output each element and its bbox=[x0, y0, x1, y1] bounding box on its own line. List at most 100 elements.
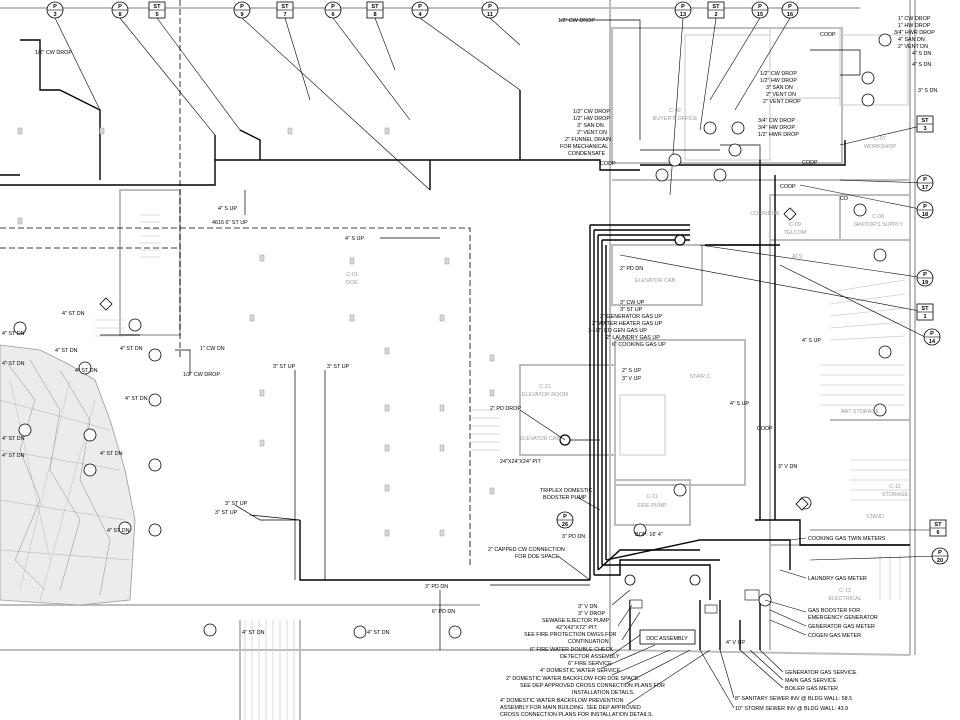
label-sanitary-sewer: 8" SANITARY SEWER INV @ BLDG WALL: 58.5 bbox=[735, 696, 852, 702]
label-ddc-assembly: DDC ASSEMBLY bbox=[646, 636, 688, 642]
label-gen-gas-service: GENERATOR GAS SERVICE bbox=[785, 670, 857, 676]
bottom-wall bbox=[609, 649, 911, 656]
tag-p13[interactable]: P13 bbox=[674, 1, 692, 19]
label-s-up-2: 2" S UP bbox=[622, 368, 641, 374]
label-mid-cw-drop: 1/2" CW DROP bbox=[760, 71, 797, 77]
label-codp5: CODP bbox=[820, 32, 836, 38]
svg-text:7: 7 bbox=[283, 12, 286, 18]
label-backflow-doe-2: SEE DEP APPROVED CROSS CONNECTION PLANS … bbox=[520, 683, 665, 689]
label-st-up-4616: 4616 6" ST UP bbox=[212, 220, 248, 226]
column-markers bbox=[17, 127, 495, 537]
svg-text:4: 4 bbox=[418, 12, 422, 18]
label-backflow-main-2: ASSEMBLY FOR MAIN BUILDING. SEE DEP APPR… bbox=[500, 705, 641, 711]
label-domestic-service: 4" DOMESTIC WATER SERVICE bbox=[540, 668, 621, 674]
room-electrical-number: C-13 bbox=[839, 588, 851, 594]
fire-pump-walls bbox=[614, 479, 691, 526]
sculpture-hatched-area bbox=[0, 344, 136, 606]
tag-p6[interactable]: P6 bbox=[324, 1, 342, 19]
toilet-walls bbox=[769, 27, 841, 99]
label-rt-vent-dn: 2" VENT DN bbox=[898, 44, 928, 50]
label-boiler-gas-meter: BOILER GAS METER bbox=[785, 686, 838, 692]
label-co: CO bbox=[840, 196, 848, 202]
label-funnel-3: CONDENSATE bbox=[568, 151, 605, 157]
label-st-dn-4b: 4" ST DN bbox=[2, 331, 25, 337]
label-pd-dn-3b: 3" PD DN bbox=[425, 584, 448, 590]
svg-text:11: 11 bbox=[487, 12, 493, 18]
svg-text:P: P bbox=[923, 204, 927, 210]
tag-st5[interactable]: ST5 bbox=[148, 1, 166, 19]
tag-st2[interactable]: ST2 bbox=[707, 1, 725, 19]
label-cw-drop-top: 1/2" CW DROP bbox=[558, 18, 595, 24]
svg-text:18: 18 bbox=[922, 212, 928, 218]
label-main-gas-service: MAIN GAS SERVICE bbox=[785, 678, 837, 684]
label-v-drop-3: 3" V DROP bbox=[578, 611, 605, 617]
tag-p3[interactable]: P3 bbox=[46, 1, 64, 19]
svg-text:20: 20 bbox=[937, 558, 943, 564]
tag-p9[interactable]: P9 bbox=[233, 1, 251, 19]
tag-p8a[interactable]: P8 bbox=[111, 1, 129, 19]
tag-p18[interactable]: P 18 bbox=[916, 201, 934, 219]
label-st-up-3a: 3" ST UP bbox=[273, 364, 296, 370]
tag-p17[interactable]: P17 bbox=[916, 174, 934, 192]
tag-leaders bbox=[54, 17, 941, 561]
label-codp3: CODP bbox=[757, 426, 773, 432]
room-elevator-room-number: C-21 bbox=[539, 384, 551, 390]
svg-text:P: P bbox=[488, 4, 492, 10]
svg-text:ST: ST bbox=[153, 4, 161, 10]
label-codp2: CODP bbox=[802, 160, 818, 166]
label-bop: BOP: 16' 4" bbox=[635, 532, 663, 538]
tag-st6[interactable]: ST6 bbox=[929, 519, 947, 537]
label-cw-drop-left: 1/2" CW DROP bbox=[35, 50, 72, 56]
tag-p19[interactable]: P19 bbox=[916, 269, 934, 287]
room-art-storage: ART STORAGE bbox=[841, 409, 880, 415]
label-backflow-doe-3: INSTALLATION DETAILS. bbox=[572, 690, 635, 696]
tag-st1[interactable]: ST1 bbox=[916, 303, 934, 321]
room-telcom: TELCOM bbox=[784, 230, 807, 236]
label-fire-backflow-2: DETECTOR ASSEMBLY bbox=[560, 654, 620, 660]
label-pd-drop-2: 2" PD DROP bbox=[490, 406, 521, 412]
label-laundry-gas-up: 2" LAUNDRY GAS UP bbox=[606, 335, 660, 341]
top-tags: P3 P8 ST5 P9 ST7 P6 ST8 P4 P11 P13 ST2 P… bbox=[46, 1, 799, 19]
room-ats: ATS bbox=[792, 254, 802, 260]
label-wh-gas-up: 2" WATER HEATER GAS UP bbox=[592, 321, 663, 327]
label-st-dn-4h: 4" ST DN bbox=[2, 453, 25, 459]
bottom-leaders bbox=[519, 409, 807, 709]
room-storage: STORAGE bbox=[882, 492, 909, 498]
label-st-up-3d: 3" ST UP bbox=[215, 510, 238, 516]
room-labels: C-01 DOE C-21 ELEVATOR ROOM ELEVATOR CAB… bbox=[346, 108, 908, 602]
label-off-cw-drop: 1/2" CW DROP bbox=[573, 109, 610, 115]
label-st-dn-4d: 4" ST DN bbox=[2, 361, 25, 367]
stair-c-inner bbox=[619, 394, 666, 456]
label-backflow-main-1: 4" DOMESTIC WATER BACKFLOW PREVENTION bbox=[500, 698, 624, 704]
svg-text:P: P bbox=[758, 4, 762, 10]
tag-st8[interactable]: ST8 bbox=[366, 1, 384, 19]
label-off-san-dn: 3" SAN DN bbox=[577, 123, 604, 129]
label-st-dn-4f: 4" ST DN bbox=[2, 436, 25, 442]
tag-p4[interactable]: P4 bbox=[411, 1, 429, 19]
tag-p14[interactable]: P14 bbox=[923, 328, 941, 346]
label-pit: 24"X24"X24" PIT bbox=[500, 459, 542, 465]
svg-text:P: P bbox=[923, 177, 927, 183]
tag-p11[interactable]: P 11 bbox=[481, 1, 499, 19]
tag-p15[interactable]: P15 bbox=[751, 1, 769, 19]
tag-st3[interactable]: ST3 bbox=[916, 115, 934, 133]
tag-p16[interactable]: P16 bbox=[781, 1, 799, 19]
diamond-markers bbox=[99, 207, 809, 511]
label-gas-booster-1: GAS BOOSTER FOR bbox=[808, 608, 860, 614]
room-doe-number: C-01 bbox=[346, 272, 358, 278]
room-fire-pump-number: C-11 bbox=[646, 494, 657, 500]
label-s-up-4-r2: 4" S UP bbox=[730, 401, 749, 407]
label-mid-hw-drop: 1/2" HW DROP bbox=[760, 78, 797, 84]
room-buyers-office: BUYER'S OFFICE bbox=[653, 116, 698, 122]
label-st-dn-4j: 4" ST DN bbox=[120, 346, 143, 352]
label-capped-cw-2: FOR DOE SPACE bbox=[515, 554, 559, 560]
tag-p20[interactable]: P20 bbox=[931, 547, 949, 565]
svg-text:6: 6 bbox=[936, 530, 939, 536]
svg-text:P: P bbox=[240, 4, 244, 10]
tag-st7[interactable]: ST7 bbox=[276, 1, 294, 19]
label-s-up-4-r: 4" S UP bbox=[802, 338, 821, 344]
label-v-dn-3: 3" V DN bbox=[578, 604, 597, 610]
room-janitor: JANITOR'S SUPPLY bbox=[853, 222, 903, 228]
tag-p26[interactable]: P26 bbox=[556, 511, 574, 529]
